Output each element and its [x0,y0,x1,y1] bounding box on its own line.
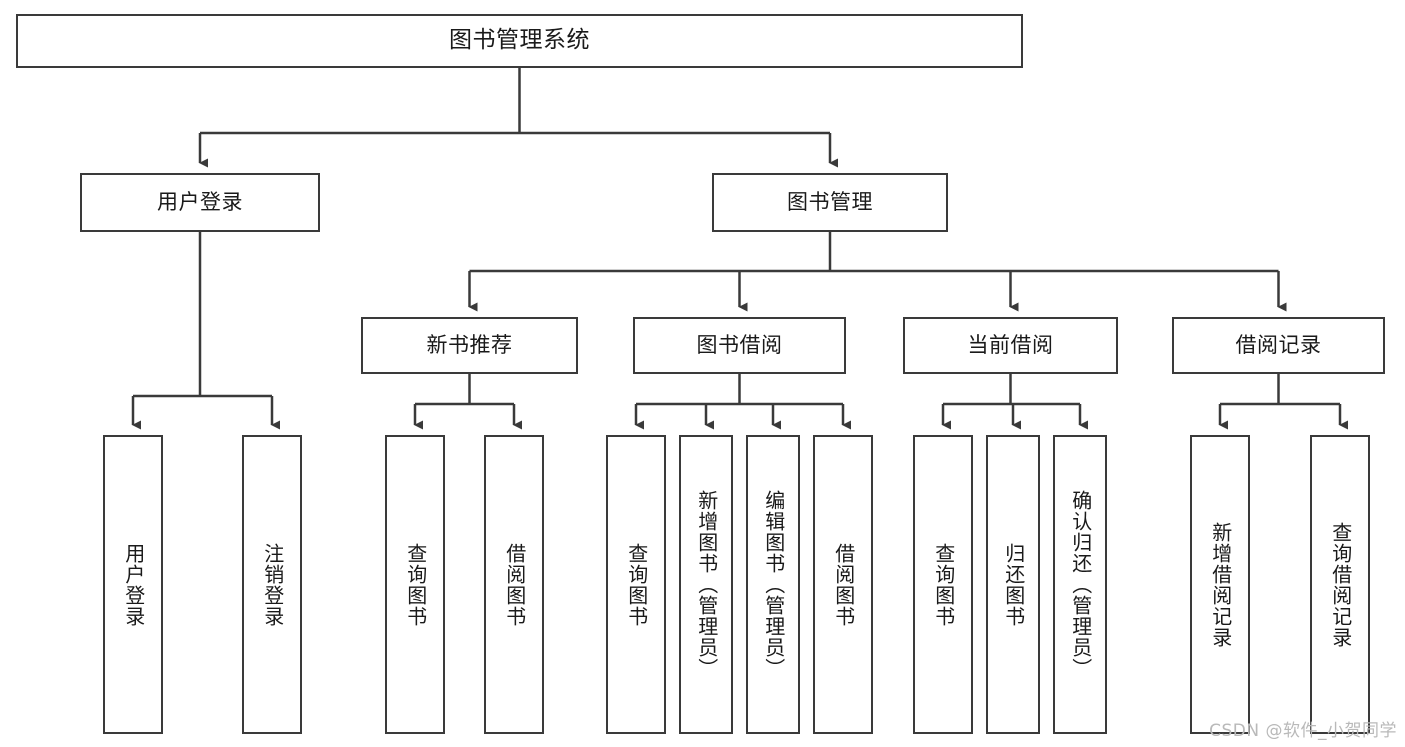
node-leaf-cur-confirm[interactable]: 确认归还（管理员） [1053,435,1107,734]
node-login[interactable]: 用户登录 [80,173,320,232]
node-newbook[interactable]: 新书推荐 [361,317,578,374]
node-leaf-bw-add[interactable]: 新增图书（管理员） [679,435,733,734]
node-leaf-bw-query[interactable]: 查询图书 [606,435,666,734]
node-leaf-bw-edit[interactable]: 编辑图书（管理员） [746,435,800,734]
node-label-leaf-bw-edit: 编辑图书（管理员） [761,490,786,679]
node-leaf-nb-query[interactable]: 查询图书 [385,435,445,734]
node-label-borrow: 图书借阅 [696,333,783,358]
node-label-current: 当前借阅 [967,333,1054,358]
node-label-login: 用户登录 [157,190,243,215]
node-label-root: 图书管理系统 [449,27,590,54]
node-current[interactable]: 当前借阅 [903,317,1118,374]
csdn-watermark: CSDN @软件_小贺同学 [1209,721,1397,741]
node-label-newbook: 新书推荐 [426,333,513,358]
node-leaf-rec-add[interactable]: 新增借阅记录 [1190,435,1250,734]
node-label-leaf-cur-return: 归还图书 [1001,542,1026,627]
node-label-records: 借阅记录 [1235,333,1322,358]
node-label-leaf-nb-query: 查询图书 [403,542,428,627]
node-leaf-logout[interactable]: 注销登录 [242,435,302,734]
node-label-leaf-cur-confirm: 确认归还（管理员） [1068,490,1093,679]
node-leaf-nb-borrow[interactable]: 借阅图书 [484,435,544,734]
node-label-bookmgmt: 图书管理 [787,190,873,215]
node-borrow[interactable]: 图书借阅 [633,317,846,374]
node-leaf-cur-return[interactable]: 归还图书 [986,435,1040,734]
node-bookmgmt[interactable]: 图书管理 [712,173,948,232]
node-label-leaf-nb-borrow: 借阅图书 [502,542,527,627]
node-records[interactable]: 借阅记录 [1172,317,1385,374]
node-leaf-rec-query[interactable]: 查询借阅记录 [1310,435,1370,734]
node-root[interactable]: 图书管理系统 [16,14,1023,68]
node-leaf-bw-borrow[interactable]: 借阅图书 [813,435,873,734]
node-label-leaf-rec-add: 新增借阅记录 [1208,521,1233,648]
node-label-leaf-bw-add: 新增图书（管理员） [694,490,719,679]
node-label-leaf-logout: 注销登录 [260,542,285,627]
node-label-leaf-rec-query: 查询借阅记录 [1328,521,1353,648]
node-leaf-login[interactable]: 用户登录 [103,435,163,734]
node-label-leaf-login: 用户登录 [121,542,146,627]
node-leaf-cur-query[interactable]: 查询图书 [913,435,973,734]
node-label-leaf-bw-query: 查询图书 [624,542,649,627]
node-label-leaf-bw-borrow: 借阅图书 [831,542,856,627]
node-label-leaf-cur-query: 查询图书 [931,542,956,627]
